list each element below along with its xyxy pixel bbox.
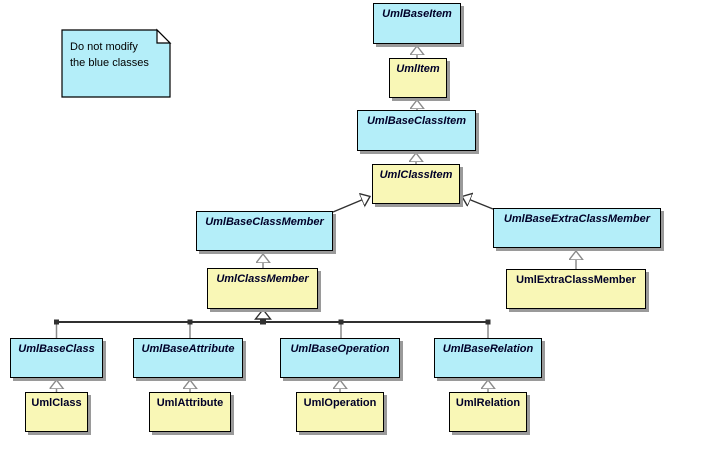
- class-name: UmlOperation: [303, 397, 377, 409]
- note-line: the blue classes: [70, 57, 149, 69]
- class-name: UmlClassMember: [216, 273, 309, 285]
- class-box-umloperation[interactable]: UmlOperation: [296, 392, 384, 432]
- generalization-umlbaseclassmember-to-umlclassitem: [332, 197, 370, 213]
- class-box-umlclass[interactable]: UmlClass: [25, 392, 88, 432]
- note-line: Do not modify: [70, 41, 138, 53]
- class-box-umlbaserelation[interactable]: UmlBaseRelation: [434, 338, 542, 378]
- class-name: UmlExtraClassMember: [516, 274, 636, 286]
- class-box-umlbaseclass[interactable]: UmlBaseClass: [10, 338, 103, 378]
- note-fold-icon: [156, 28, 172, 44]
- class-name: UmlBaseClassItem: [366, 115, 467, 127]
- class-name: UmlBaseItem: [382, 8, 452, 20]
- class-name: UmlBaseClass: [18, 343, 95, 355]
- class-name: UmlBaseAttribute: [141, 343, 235, 355]
- hollow-triangle-arrowhead: [254, 308, 272, 320]
- class-name: UmlRelation: [455, 397, 521, 409]
- class-name: UmlClass: [31, 397, 82, 409]
- class-box-umlitem[interactable]: UmlItem: [389, 58, 447, 98]
- class-box-umlrelation[interactable]: UmlRelation: [449, 392, 527, 432]
- class-box-umlattribute[interactable]: UmlAttribute: [149, 392, 231, 432]
- class-name: UmlBaseClassMember: [205, 216, 324, 228]
- class-box-umlbaseattribute[interactable]: UmlBaseAttribute: [133, 338, 243, 378]
- class-box-umlbaseclassitem[interactable]: UmlBaseClassItem: [357, 110, 476, 151]
- class-box-umlclassitem[interactable]: UmlClassItem: [372, 164, 460, 204]
- class-name: UmlBaseOperation: [290, 343, 390, 355]
- class-name: UmlAttribute: [156, 397, 224, 409]
- class-box-umlclassmember[interactable]: UmlClassMember: [207, 268, 318, 309]
- note-shape: [61, 28, 172, 98]
- class-box-umlbaseoperation[interactable]: UmlBaseOperation: [280, 338, 400, 378]
- class-name: UmlBaseExtraClassMember: [503, 213, 651, 225]
- class-name: UmlClassItem: [379, 169, 453, 181]
- class-name: UmlItem: [396, 63, 440, 75]
- class-box-umlbaseitem[interactable]: UmlBaseItem: [373, 3, 461, 44]
- generalization-tree-to-umlclassmember: [54, 308, 491, 338]
- generalization-umlbaseextraclassmember-to-umlclassitem: [462, 197, 494, 210]
- class-name: UmlBaseRelation: [442, 343, 534, 355]
- note[interactable]: Do not modify the blue classes: [70, 39, 166, 71]
- class-box-umlbaseclassmember[interactable]: UmlBaseClassMember: [196, 211, 333, 251]
- class-box-umlbaseextraclassmember[interactable]: UmlBaseExtraClassMember: [493, 208, 661, 248]
- class-box-umlextraclassmember[interactable]: UmlExtraClassMember: [506, 269, 646, 309]
